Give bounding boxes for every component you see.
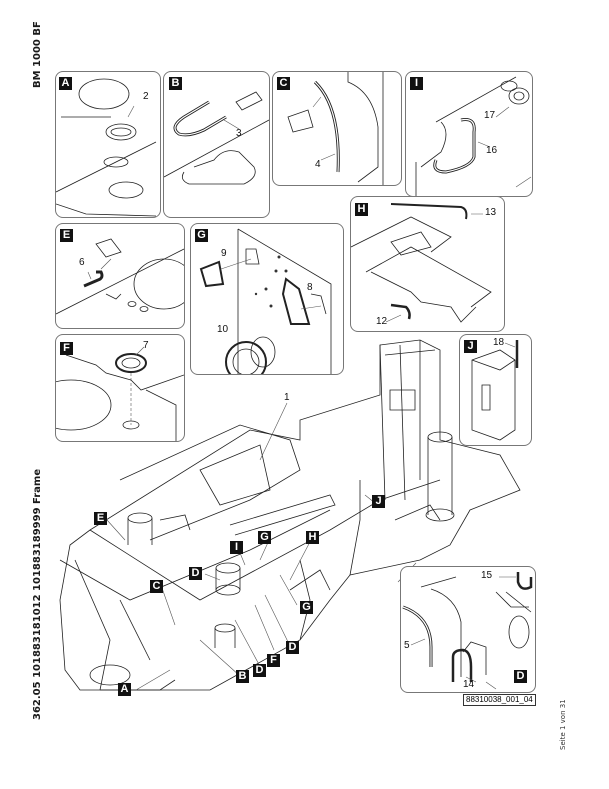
main-part-callout: 1 — [284, 392, 290, 403]
callout-7: 7 — [143, 340, 149, 351]
detail-a-drawing — [56, 78, 157, 217]
panel-c-label: C — [277, 77, 290, 90]
panel-a-label: A — [59, 77, 72, 90]
detail-panel-f: F 7 — [55, 334, 185, 442]
callout-9: 9 — [221, 248, 227, 259]
detail-panel-b: B 3 — [163, 71, 270, 218]
marker-b[interactable]: B — [236, 670, 249, 683]
detail-panel-a: A 2 — [55, 71, 161, 218]
callout-2: 2 — [143, 91, 149, 102]
panel-b-label: B — [169, 77, 182, 90]
detail-d-drawing — [402, 572, 533, 690]
callout-6: 6 — [79, 257, 85, 268]
detail-j-drawing — [471, 340, 519, 441]
callout-18: 18 — [493, 337, 505, 348]
callout-14: 14 — [463, 679, 475, 690]
marker-f[interactable]: F — [267, 654, 280, 667]
marker-g-lower[interactable]: G — [300, 601, 313, 614]
callout-3: 3 — [236, 128, 242, 139]
detail-f-drawing — [56, 346, 184, 441]
marker-i[interactable]: I — [230, 541, 243, 554]
marker-d-right[interactable]: D — [286, 641, 299, 654]
callout-5: 5 — [404, 640, 410, 651]
marker-e[interactable]: E — [94, 512, 107, 525]
callout-8: 8 — [307, 282, 313, 293]
panel-g-label: G — [195, 229, 208, 242]
detail-c-drawing — [287, 72, 384, 185]
panel-j-label: J — [464, 340, 477, 353]
panel-f-label: F — [60, 342, 73, 355]
marker-g-upper[interactable]: G — [258, 531, 271, 544]
detail-b-drawing — [164, 91, 269, 185]
marker-j[interactable]: J — [372, 495, 385, 508]
marker-d-lower[interactable]: D — [253, 664, 266, 677]
callout-12: 12 — [376, 316, 388, 327]
detail-g-drawing — [199, 228, 332, 374]
callout-17: 17 — [484, 110, 496, 121]
detail-panel-j: J 18 — [459, 334, 532, 446]
panel-h-label: H — [355, 203, 368, 216]
detail-i-drawing — [415, 76, 532, 196]
detail-panel-d: D 15 5 14 — [400, 566, 536, 693]
callout-13: 13 — [485, 207, 497, 218]
detail-h-drawing — [351, 203, 492, 323]
callout-15: 15 — [481, 570, 493, 581]
detail-panel-c: C 4 — [272, 71, 402, 186]
detail-e-drawing — [56, 238, 184, 315]
detail-panel-i: I 17 16 — [405, 71, 533, 197]
panel-e-label: E — [60, 229, 73, 242]
marker-a[interactable]: A — [118, 683, 131, 696]
detail-panel-g: G 9 8 10 — [190, 223, 344, 375]
detail-panel-e: E 6 — [55, 223, 185, 329]
panel-i-label: I — [410, 77, 423, 90]
marker-c[interactable]: C — [150, 580, 163, 593]
callout-16: 16 — [486, 145, 498, 156]
marker-d-upper[interactable]: D — [189, 567, 202, 580]
callout-10: 10 — [217, 324, 229, 335]
panel-d-label: D — [514, 670, 527, 683]
detail-panel-h: H 13 12 — [350, 196, 505, 332]
callout-4: 4 — [315, 159, 321, 170]
drawing-reference: 88310038_001_04 — [463, 694, 536, 706]
marker-h[interactable]: H — [306, 531, 319, 544]
